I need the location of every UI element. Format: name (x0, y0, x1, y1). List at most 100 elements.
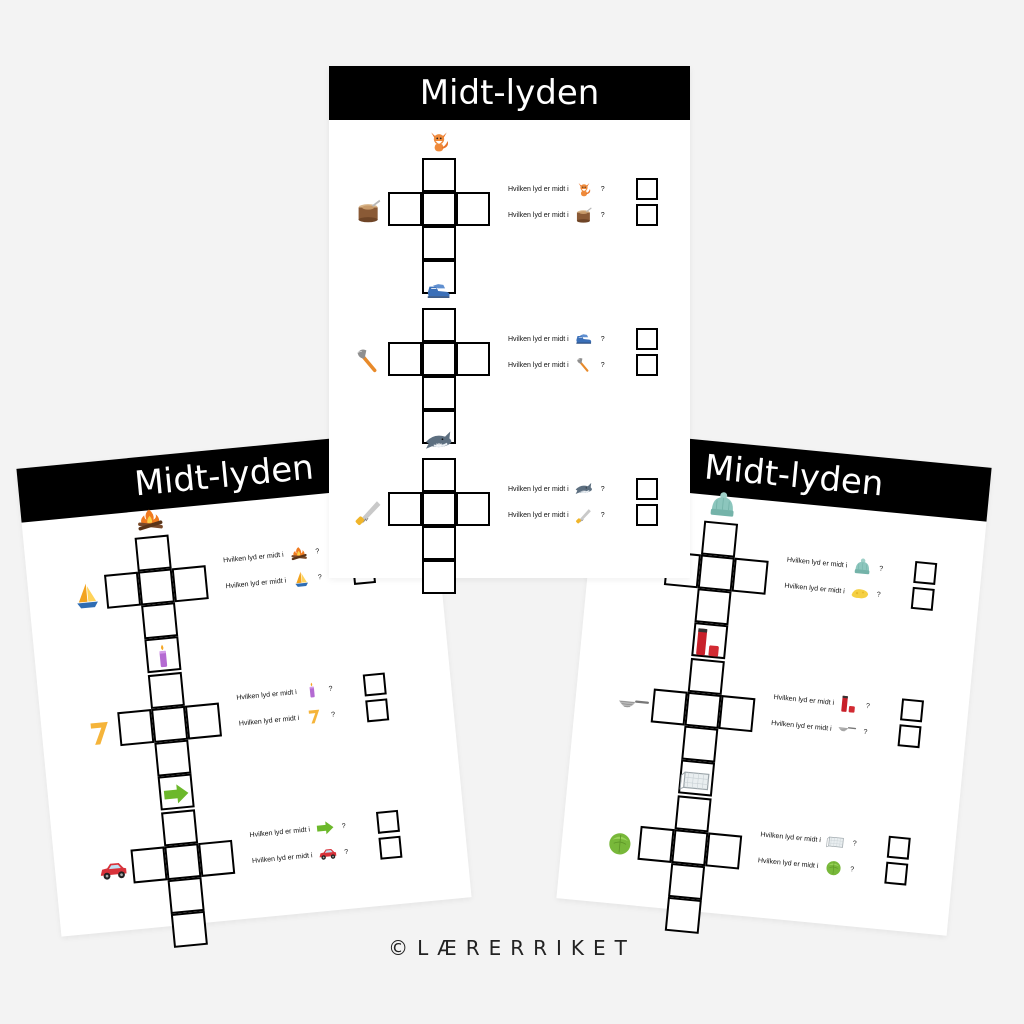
sheet-right-cross-cell[interactable] (694, 588, 732, 626)
sheet-right-cross-cell[interactable] (637, 825, 675, 863)
question-mark: ? (878, 565, 884, 573)
sheet-right-cross-cell[interactable] (697, 554, 735, 592)
sheet-left-cross-cell[interactable] (151, 705, 189, 743)
sheet-left-cross-cell[interactable] (154, 739, 192, 777)
sheet-middle-cross-cell[interactable] (422, 308, 456, 342)
answer-box[interactable] (636, 328, 658, 350)
answer-box[interactable] (884, 861, 909, 886)
thermos-icon (691, 626, 728, 659)
sheet-left-cross-cell[interactable] (134, 534, 172, 572)
question-line: Hvilken lyd er midt i? (508, 178, 605, 200)
sheet-middle-cross-cell[interactable] (456, 492, 490, 526)
car-icon (95, 854, 132, 887)
sheet-middle-cross-cell[interactable] (422, 458, 456, 492)
sheet-left-cross-cell[interactable] (171, 565, 209, 603)
sheet-right-cross-cell[interactable] (700, 520, 739, 558)
sheet-left-cross-cell[interactable] (117, 709, 155, 747)
question-mark: ? (600, 335, 605, 343)
sheet-right-cross-cell[interactable] (664, 896, 702, 934)
question-line: Hvilken lyd er midt i? (508, 478, 605, 500)
question-mark: ? (315, 547, 320, 556)
thermos-icon (837, 693, 861, 715)
sheet-left-cross-cell[interactable] (161, 809, 199, 847)
sheet-right-cross-cell[interactable] (687, 657, 725, 696)
answer-box[interactable] (636, 478, 658, 500)
sheet-right-cross-cell[interactable] (684, 691, 722, 729)
cabbage-icon (821, 857, 845, 879)
answer-box[interactable] (362, 672, 387, 697)
sheet-middle-cross-cell[interactable] (422, 492, 456, 526)
sheet-right-cross-cell[interactable] (681, 725, 719, 763)
question-mark: ? (600, 185, 605, 193)
question-line: Hvilken lyd er midt i? (783, 575, 881, 606)
sheet-middle-cross-cell[interactable] (422, 342, 456, 376)
sheet-left-cross-cell[interactable] (184, 702, 223, 740)
question-line: Hvilken lyd er midt i? (225, 566, 323, 597)
answer-box[interactable] (636, 504, 658, 526)
answer-box[interactable] (378, 835, 403, 860)
beanie-icon (704, 489, 741, 522)
sheet-middle-cross-cell[interactable] (422, 376, 456, 410)
sheet-middle-cross-cell[interactable] (422, 526, 456, 560)
answer-box[interactable] (910, 586, 935, 611)
saw-icon (573, 505, 595, 525)
answer-box[interactable] (886, 835, 911, 860)
answer-box[interactable] (900, 698, 925, 723)
sheet-middle-cross-cell[interactable] (422, 158, 456, 192)
sheet-right-cross-cell[interactable] (668, 862, 706, 901)
sheet-middle-cross-cell[interactable] (422, 226, 456, 260)
sheet-left-cross-cell[interactable] (167, 876, 205, 915)
sheet-right-cross-cell[interactable] (705, 832, 743, 870)
question-mark: ? (344, 848, 349, 856)
sheet-left-cross-cell[interactable] (103, 571, 142, 609)
fox-icon (573, 179, 595, 199)
stump-icon (352, 196, 386, 226)
question-mark: ? (328, 685, 333, 693)
sheet-left-cross-cell[interactable] (198, 839, 236, 877)
candle-icon (300, 680, 324, 702)
question-line: Hvilken lyd er midt i? (238, 703, 336, 734)
sheet-right-cross-cell[interactable] (718, 695, 756, 733)
sheet-middle-cross-cell[interactable] (456, 342, 490, 376)
sheet-right-cross-cell[interactable] (731, 557, 769, 595)
sheet-middle-cross-cell[interactable] (422, 560, 456, 594)
question-mark: ? (600, 511, 605, 519)
sheet-middle-cross-cell[interactable] (456, 192, 490, 226)
sheet-left-cross-cell[interactable] (147, 671, 185, 710)
beanie-icon (850, 556, 874, 578)
answer-box[interactable] (636, 354, 658, 376)
sheet-left-cross-cell[interactable] (130, 846, 168, 884)
sheet-left-cross-cell[interactable] (170, 910, 208, 948)
sheet-left-cross-cell[interactable] (137, 568, 175, 606)
bonfire-icon (287, 542, 311, 564)
sheet-middle-cross-cell[interactable] (388, 342, 422, 376)
sheet-right-cross-cell[interactable] (650, 688, 688, 726)
sheet-middle-cross-cell[interactable] (388, 492, 422, 526)
question-text: Hvilken lyd er midt i (249, 825, 311, 839)
answer-box[interactable] (636, 204, 658, 226)
goal-icon (824, 831, 848, 853)
sheet-middle-cross-cell[interactable] (422, 192, 456, 226)
answer-box[interactable] (897, 724, 922, 749)
question-line: Hvilken lyd er midt i? (508, 504, 605, 526)
question-mark: ? (600, 211, 605, 219)
answer-box[interactable] (375, 809, 400, 834)
sailboat-icon (289, 568, 313, 590)
sheet-middle-cross-cell[interactable] (388, 192, 422, 226)
answer-box[interactable] (636, 178, 658, 200)
cabbage-icon (602, 826, 639, 859)
sheet-right-cross-cell[interactable] (671, 829, 709, 867)
sheet-left-cross-cell[interactable] (164, 843, 202, 881)
question-mark: ? (600, 361, 605, 369)
goal-icon (678, 763, 715, 796)
question-line: Hvilken lyd er midt i? (251, 841, 349, 872)
question-line: Hvilken lyd er midt i? (508, 354, 605, 376)
sheet-right-cross-cell[interactable] (674, 795, 712, 833)
question-text: Hvilken lyd er midt i (773, 693, 835, 707)
question-text: Hvilken lyd er midt i (784, 582, 846, 595)
answer-box[interactable] (365, 698, 390, 723)
question-mark: ? (852, 839, 857, 848)
sheet-left-cross-cell[interactable] (141, 602, 179, 640)
answer-box[interactable] (913, 560, 938, 585)
question-line: Hvilken lyd er midt i? (770, 712, 868, 743)
